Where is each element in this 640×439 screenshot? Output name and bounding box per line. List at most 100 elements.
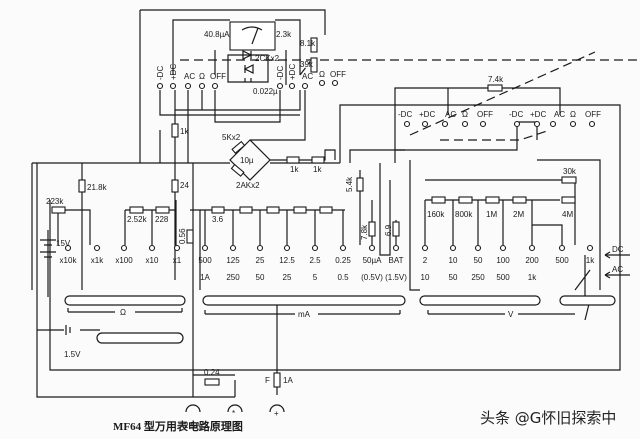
svg-text:800k: 800k [455, 210, 473, 219]
svg-text:-DC: -DC [156, 66, 165, 80]
svg-text:OFF: OFF [210, 72, 226, 81]
range-contact [392, 244, 400, 252]
range-label: 25 [283, 273, 292, 282]
switch-labels-right: -DC +DC AC Ω OFF -DC +DC AC Ω OFF [398, 110, 601, 119]
range-label: 2.5 [309, 256, 321, 265]
svg-text:-DC: -DC [398, 110, 412, 119]
r-0-56-label: 0.56 [178, 228, 187, 244]
range-contact [368, 244, 376, 252]
range-label: 125 [226, 256, 240, 265]
ac-dc-slide-bar [559, 295, 616, 306]
terminal-common-label[interactable]: * [232, 409, 235, 418]
ohm-slide-bar [64, 295, 186, 306]
ohm-bar-label: Ω [120, 308, 126, 317]
svg-text:160k: 160k [427, 210, 445, 219]
capacitor-label: 0.022µ [253, 87, 278, 96]
range-label: 50µA [363, 256, 383, 265]
range-label: 100 [496, 256, 510, 265]
r-30k-label: 30k [563, 167, 577, 176]
resistors [51, 37, 577, 388]
range-contact [339, 244, 347, 252]
switch-links [180, 51, 640, 141]
svg-text:-DC: -DC [276, 66, 285, 80]
fuse-1a-label: 1A [283, 376, 293, 385]
v-bar-label: V [508, 310, 514, 319]
svg-text:OFF: OFF [477, 110, 493, 119]
range-label: 12.5 [279, 256, 295, 265]
svg-text:4M: 4M [562, 210, 573, 219]
range-contact [120, 244, 128, 252]
bridge-r2-label: 1k [313, 165, 322, 174]
terminal-2-5a-icon [185, 404, 201, 413]
r-24-label: 24 [180, 181, 189, 190]
range-label: 250 [226, 273, 240, 282]
range-label: 200 [525, 256, 539, 265]
svg-text:OFF: OFF [330, 70, 346, 79]
range-label: 50 [449, 273, 458, 282]
range-contact [586, 244, 594, 252]
range-contact [421, 244, 429, 252]
svg-text:Ω: Ω [319, 70, 325, 79]
range-label: 0.25 [335, 256, 351, 265]
r-223k-label: 223k [46, 197, 64, 206]
terminal-2-5a-label[interactable]: 2.5A [184, 421, 201, 430]
range-contact [148, 244, 156, 252]
terminal-plus-label[interactable]: + [274, 409, 279, 418]
meter-movement [229, 21, 276, 51]
range-contact [449, 244, 457, 252]
bridge-cap-label: 10µ [240, 156, 254, 165]
svg-text:AC: AC [445, 110, 456, 119]
svg-text:Ω: Ω [462, 110, 468, 119]
range-label: 2 [423, 256, 428, 265]
range-label: x1k [91, 256, 104, 265]
range-label: 1k [586, 256, 595, 265]
meter-current-label: 40.8µA [204, 30, 230, 39]
v-slide-bar [419, 295, 541, 306]
svg-text:AC: AC [184, 72, 195, 81]
range-label: 250 [471, 273, 485, 282]
r-21-8k-label: 21.8k [87, 183, 108, 192]
battery-15v-label: 15V [56, 239, 71, 248]
r-7-4k-label: 7.4k [488, 75, 504, 84]
diodes-label: 2CKx2 [255, 54, 280, 63]
range-label: 25 [256, 256, 265, 265]
bridge-r1-label: 1k [290, 165, 299, 174]
r-7-8k-label: 7.8k [360, 224, 369, 240]
range-label: 500 [496, 273, 510, 282]
range-label: x100 [115, 256, 133, 265]
range-label: 1k [528, 273, 537, 282]
r-8-1k-label: 8.1k [300, 39, 316, 48]
range-contact [311, 244, 319, 252]
range-contact [474, 244, 482, 252]
svg-text:Ω: Ω [199, 72, 205, 81]
range-contact [528, 244, 536, 252]
r-3-6-label: 3.6 [212, 215, 224, 224]
range-contact [558, 244, 566, 252]
svg-text:-DC: -DC [509, 110, 523, 119]
range-label: x10 [146, 256, 159, 265]
battery-1-5v-label: 1.5V [64, 350, 81, 359]
watermark: 头条 @G怀旧探索中 [480, 409, 616, 427]
bridge-diodes-label: 2AKx2 [236, 181, 260, 190]
range-label: 5 [313, 273, 318, 282]
pot-1k-label: 1k [180, 127, 189, 136]
range-label: (0.5V) [361, 273, 383, 282]
svg-text:AC: AC [554, 110, 565, 119]
svg-text:+DC: +DC [530, 110, 546, 119]
range-label: x10k [60, 256, 78, 265]
terminal-common-icon [227, 404, 243, 413]
r-2-52k-label: 2.52k [127, 215, 148, 224]
range-label: BAT [389, 256, 404, 265]
range-label: 500 [555, 256, 569, 265]
range-label: 50 [256, 273, 265, 282]
meter-resistance-label: 2.3k [276, 30, 292, 39]
range-contact [499, 244, 507, 252]
svg-text:+DC: +DC [288, 64, 297, 80]
meter-needle-icon [241, 26, 263, 45]
switch-labels-left: -DC +DC AC Ω OFF -DC +DC AC Ω OFF [156, 64, 346, 81]
range-contact [93, 244, 101, 252]
